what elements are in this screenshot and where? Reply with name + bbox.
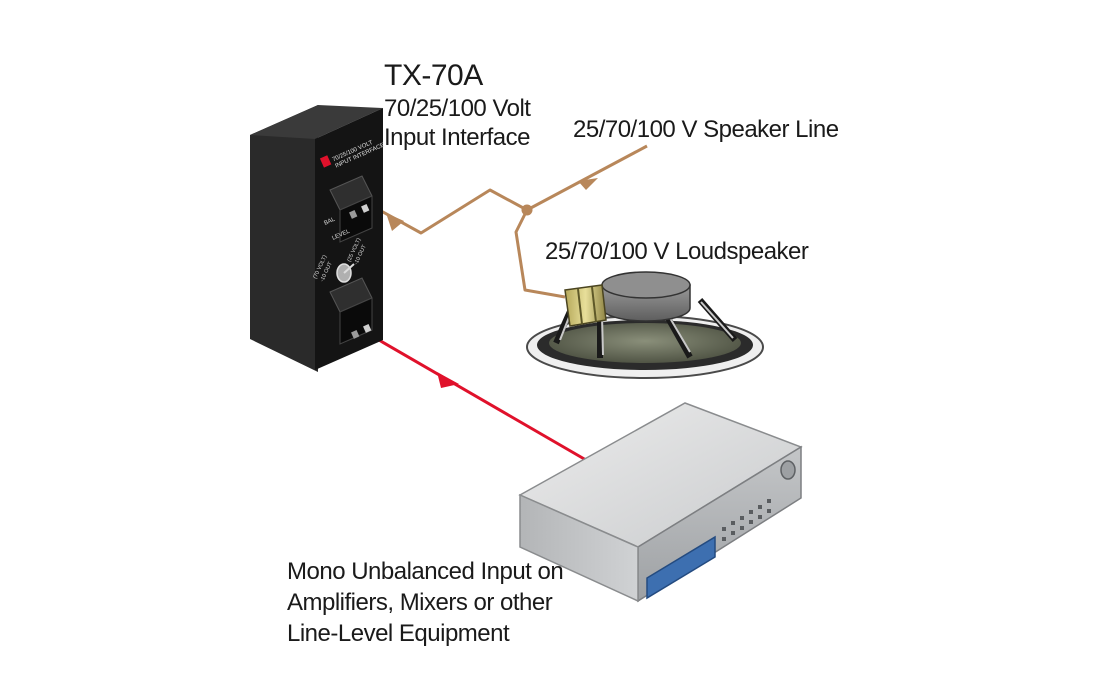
equipment-label-line: Line-Level Equipment [287, 620, 510, 648]
wire-junction [521, 204, 533, 216]
speaker-line-label: 25/70/100 V Speaker Line [573, 116, 839, 143]
device-description-line: Input Interface [384, 124, 530, 152]
input-terminal-block [329, 175, 373, 243]
output-terminal-block [329, 277, 373, 345]
equipment-display [646, 535, 716, 600]
speaker-line-wire [371, 144, 648, 299]
tx-70a-device: 70/25/100 VOLT INPUT INTERFACE BAL LEVEL… [250, 105, 386, 372]
loudspeaker [526, 271, 764, 379]
line-level-equipment [518, 402, 803, 603]
arrow-icon [386, 213, 404, 231]
equipment-label-line: Amplifiers, Mixers or other [287, 589, 553, 617]
bal-label: BAL [323, 216, 336, 226]
equipment-knob [780, 460, 796, 480]
equipment-buttons [722, 499, 771, 541]
equipment-label-line: Mono Unbalanced Input on [287, 558, 564, 585]
device-description-line: 70/25/100 Volt [384, 95, 531, 122]
device-model-title: TX-70A [384, 59, 483, 92]
speaker-line-arrows [386, 178, 598, 231]
device-description: 70/25/100 Volt Input Interface [384, 94, 531, 153]
arrow-icon [437, 372, 459, 388]
speaker-transformer [564, 284, 607, 327]
loudspeaker-label: 25/70/100 V Loudspeaker [545, 238, 809, 265]
level-selector-knob [336, 263, 355, 283]
equipment-label: Mono Unbalanced Input on Amplifiers, Mix… [287, 556, 564, 650]
signal-wire [371, 334, 587, 462]
arrow-icon [578, 178, 598, 190]
